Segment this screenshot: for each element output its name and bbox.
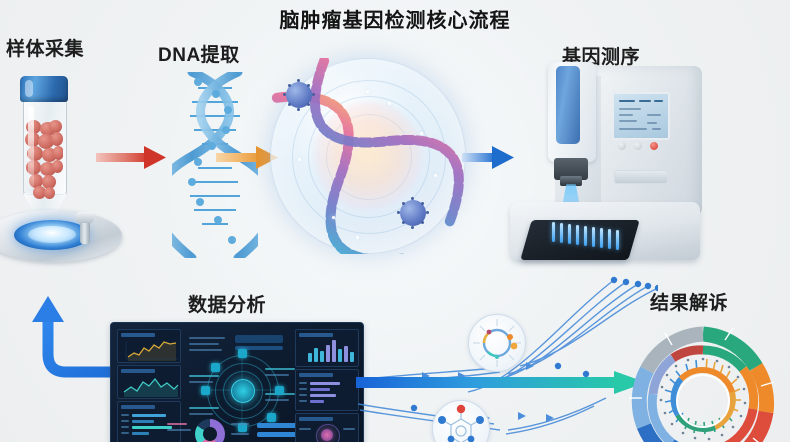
dash-panel-hbar-chart (117, 401, 181, 442)
colored-dna-helix-icon (271, 58, 464, 254)
dash-panel-line-chart (117, 329, 181, 363)
arrow-sphere-to-sequencer-icon (462, 146, 514, 169)
sequencer-button-power[interactable] (650, 142, 658, 150)
tube-cap (20, 76, 68, 102)
dash-panel-area-chart (117, 365, 181, 399)
particle-icon-1 (283, 79, 315, 111)
sequencer-tower-accent (556, 66, 580, 144)
particle-icon-2 (397, 197, 429, 229)
dash-panel-purple-hbar (295, 369, 359, 411)
platform-knob-head (76, 212, 94, 223)
sequencer-button-1[interactable] (618, 142, 626, 150)
gene-ring-node-icon (468, 314, 526, 372)
arrow-analysis-to-result-icon (356, 371, 646, 394)
arrow-dna-to-sphere-icon (216, 146, 278, 169)
sequencer-lens (560, 176, 582, 186)
sequencer-scan-head (554, 158, 588, 180)
molecule-node-icon (432, 400, 490, 442)
sphere-ring-mid (308, 96, 430, 218)
illuminated-sample-stage-icon (0, 210, 122, 284)
dash-panel-bar-chart (295, 329, 359, 367)
analysis-sphere-icon (270, 58, 466, 254)
sequencer-vent-slot (614, 170, 668, 184)
specimen-tube-icon (14, 76, 74, 226)
dashboard-icon (110, 322, 364, 442)
arrow-analysis-to-sample-icon (32, 296, 114, 378)
page-title: 脑肿瘤基因检测核心流程 (279, 10, 511, 32)
sequencer-button-2[interactable] (634, 142, 642, 150)
stage-label-sample-collection: 样体采集 (6, 39, 85, 60)
dash-panel-gauge (295, 413, 359, 442)
tube-glass-highlight (28, 106, 34, 188)
sphere-ring-outer (292, 80, 446, 234)
platform-knob-stem (80, 216, 90, 244)
circos-plot-icon (629, 326, 775, 442)
stage-label-dna-extraction: DNA提取 (158, 45, 240, 66)
stage-label-data-analysis: 数据分析 (188, 295, 267, 316)
platform-glow-ring (14, 220, 90, 250)
dash-donut-chart (195, 419, 225, 442)
arrow-sample-to-dna-icon (96, 146, 166, 169)
sequencer-screen (612, 92, 670, 140)
sequencer-machine-icon (508, 62, 708, 270)
stage-label-result-interpretation: 结果解诉 (650, 293, 729, 314)
